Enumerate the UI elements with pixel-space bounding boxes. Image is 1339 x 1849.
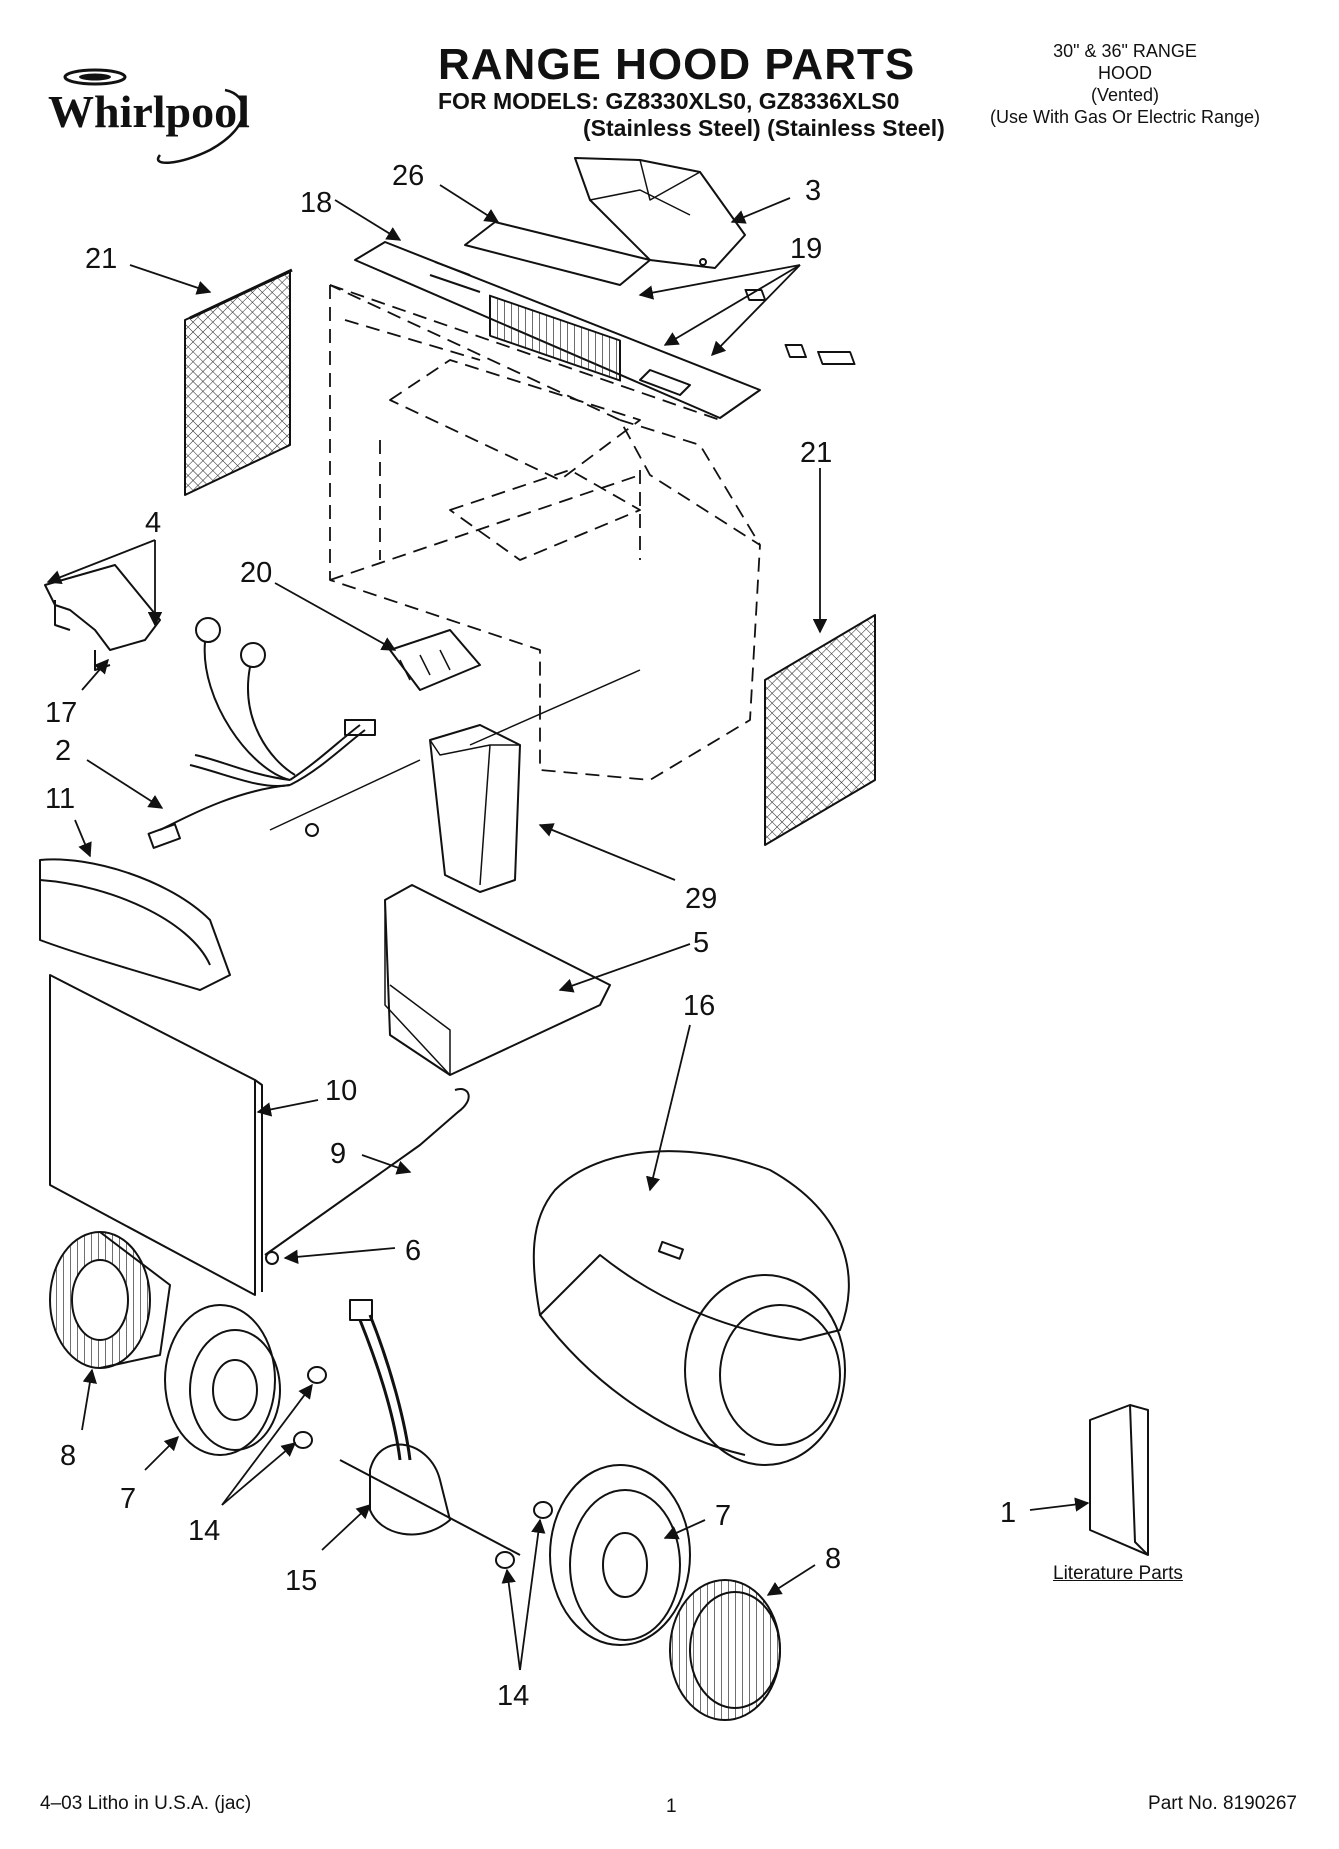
model-finishes: (Stainless Steel) (Stainless Steel) xyxy=(583,115,945,141)
blower-motor xyxy=(339,1299,521,1556)
callout-7-left: 7 xyxy=(120,1483,136,1515)
callout-14-right: 14 xyxy=(497,1680,529,1712)
support-rod xyxy=(264,1088,470,1256)
blower-wheel-left xyxy=(49,1231,171,1369)
wiring-harness xyxy=(147,617,421,849)
callout-15: 15 xyxy=(285,1565,317,1597)
mounting-ring-left xyxy=(164,1304,281,1456)
damper-assembly xyxy=(574,157,746,269)
literature-parts-label: Literature Parts xyxy=(1053,1563,1183,1584)
callout-14-left: 14 xyxy=(188,1515,220,1547)
hood-venting: (Vented) xyxy=(1090,85,1160,105)
grommet xyxy=(307,1366,327,1384)
hood-usage: (Use With Gas Or Electric Range) xyxy=(989,107,1261,127)
page-title: RANGE HOOD PARTS xyxy=(438,40,916,89)
hood-size: 30" & 36" RANGE xyxy=(1053,41,1197,61)
callout-10: 10 xyxy=(325,1075,357,1107)
callout-3: 3 xyxy=(805,175,821,207)
blower-scroll xyxy=(532,1150,850,1341)
control-bracket xyxy=(389,629,481,691)
hood-description: 30" & 36" RANGE HOOD (Vented) (Use With … xyxy=(960,40,1290,128)
callout-1: 1 xyxy=(1000,1497,1016,1529)
callout-16: 16 xyxy=(683,990,715,1022)
front-cover xyxy=(49,974,256,1296)
callout-5: 5 xyxy=(693,927,709,959)
top-panel xyxy=(354,241,761,419)
blower-housing xyxy=(384,884,611,1076)
callout-29: 29 xyxy=(685,883,717,915)
callout-11: 11 xyxy=(45,783,75,815)
brand-name: Whirlpool xyxy=(48,86,250,137)
callout-8-left: 8 xyxy=(60,1440,76,1472)
model-list: FOR MODELS: GZ8330XLS0, GZ8336XLS0 xyxy=(438,88,900,114)
callout-21-left: 21 xyxy=(85,243,117,275)
callout-2: 2 xyxy=(55,735,71,767)
callout-20: 20 xyxy=(240,557,272,589)
callout-4: 4 xyxy=(145,507,161,539)
blower-wheel-right xyxy=(669,1579,781,1721)
callout-9: 9 xyxy=(330,1138,346,1170)
hood-type: HOOD xyxy=(1098,63,1152,83)
whirlpool-logo: Whirlpool xyxy=(48,68,250,165)
part-number: Part No. 8190267 xyxy=(1148,1793,1297,1814)
grommet xyxy=(495,1551,515,1569)
page-number: 1 xyxy=(666,1796,677,1817)
exhaust-duct xyxy=(429,724,521,893)
callout-numbers: 26 18 3 19 21 21 4 20 17 2 11 29 5 16 10… xyxy=(45,160,1016,1712)
mounting-bracket xyxy=(44,564,161,651)
grease-filter-left xyxy=(184,271,291,496)
callout-26: 26 xyxy=(392,160,424,192)
callout-21-right: 21 xyxy=(800,437,832,469)
grommet xyxy=(293,1431,313,1449)
grommet xyxy=(533,1501,553,1519)
callout-6: 6 xyxy=(405,1235,421,1267)
front-panel xyxy=(39,858,231,991)
callout-18: 18 xyxy=(300,187,332,219)
hood-body-outline xyxy=(329,284,761,781)
filter-plate xyxy=(464,221,651,286)
literature-packet xyxy=(1089,1404,1149,1556)
print-info: 4–03 Litho in U.S.A. (jac) xyxy=(40,1793,252,1814)
callout-7-right: 7 xyxy=(715,1500,731,1532)
mounting-ring-right xyxy=(549,1464,691,1646)
grease-filter-right xyxy=(764,614,876,846)
leader-lines xyxy=(46,184,1090,1671)
callout-17: 17 xyxy=(45,697,77,729)
callout-19: 19 xyxy=(790,233,822,265)
callout-8-right: 8 xyxy=(825,1543,841,1575)
